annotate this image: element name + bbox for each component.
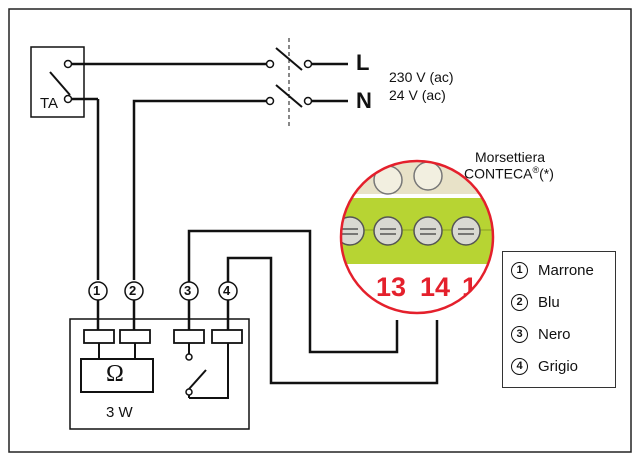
main-switch [265,38,348,128]
line-label: L [356,50,370,75]
legend-label: Marrone [538,262,594,279]
legend-number: 1 [511,262,528,279]
footnote-mark: (*) [539,165,554,182]
terminal-number-13: 13 [376,272,407,302]
wire-number-circles [88,281,238,301]
thermostat-contact-bottom [63,94,73,104]
color-legend: 1 Marrone 2 Blu 3 Nero 4 Grigio [502,251,616,388]
wire-number-1: 1 [93,283,101,298]
legend-label: Nero [538,326,571,343]
legend-item-3: 3 Nero [511,326,571,343]
legend-number: 3 [511,326,528,343]
terminal-number-right: 1 [462,272,478,302]
terminal-number-left: 2 [341,274,345,301]
terminal-block-brand: CONTECA®(*) [464,166,554,181]
wire-number-3: 3 [184,283,192,298]
resistor-symbol: Ω [106,361,124,387]
thermostat-contact-top [63,59,73,69]
voltage-24: 24 V (ac) [389,87,446,103]
wire-3 [187,229,399,354]
neutral-wire [132,99,266,280]
voltage-230: 230 V (ac) [389,69,454,85]
terminal-block-outline [339,159,495,315]
actuator-power: 3 W [106,404,133,421]
wire-4 [226,256,439,385]
thermostat-label: TA [40,95,59,112]
terminal-number-14: 14 [420,272,451,302]
registered-mark: ® [532,165,540,175]
wire-number-4: 4 [223,283,231,298]
legend-number: 2 [511,294,528,311]
terminal-number-clip: 2 13 14 1 [341,161,493,313]
terminal-screws [341,216,481,246]
legend-number: 4 [511,358,528,375]
legend-item-2: 2 Blu [511,294,560,311]
legend-label: Blu [538,294,560,311]
actuator-terminals [83,329,243,344]
wire-number-2: 2 [129,283,137,298]
outer-border [8,8,632,453]
actuator-box [69,318,250,430]
resistor-box [80,358,154,393]
legend-label: Grigio [538,358,579,375]
legend-item-1: 1 Marrone [511,262,594,279]
legend-item-4: 4 Grigio [511,358,578,375]
terminal-block-photo [341,161,493,313]
neutral-label: N [356,88,372,113]
end-switch [185,343,229,399]
thermostat-box [30,46,85,118]
terminal-block-title: Morsettiera [475,149,546,165]
brand-name: CONTECA [464,165,533,182]
